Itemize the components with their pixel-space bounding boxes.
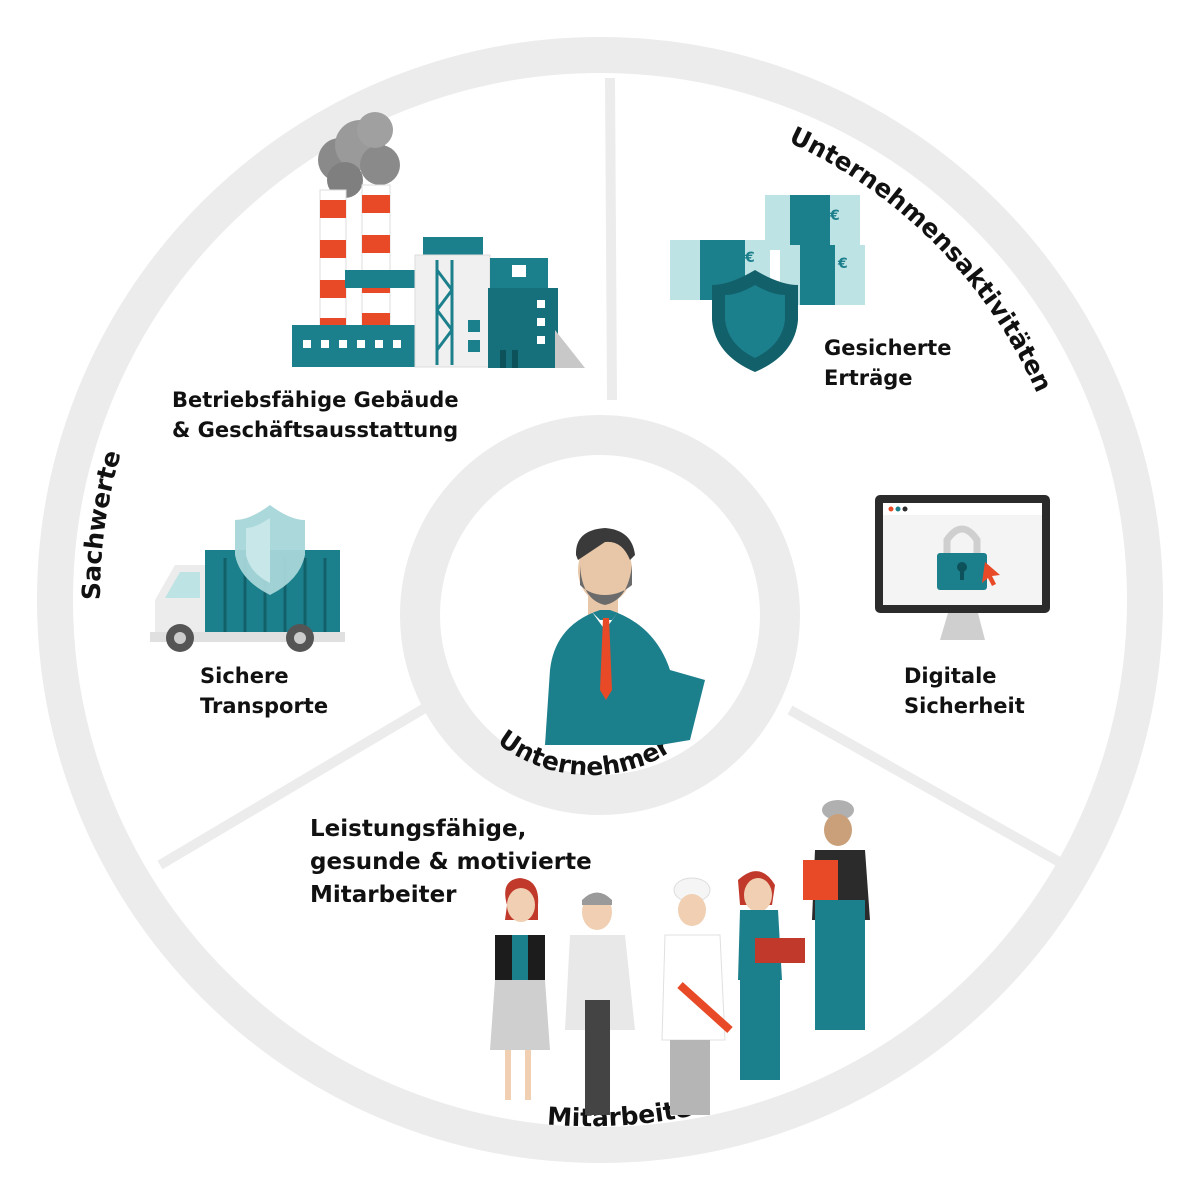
money-shield-icon: € € €	[670, 195, 865, 372]
divider-right	[787, 705, 1073, 873]
divider-top	[605, 77, 617, 401]
label-digital: Digitale Sicherheit	[904, 664, 1025, 718]
truck-icon	[150, 505, 345, 652]
label-income: Gesicherte Erträge	[824, 336, 952, 390]
employee-woman-phone	[490, 878, 550, 1100]
inner-ring	[400, 415, 800, 815]
employee-librarian	[738, 871, 805, 1080]
employee-doctor	[565, 892, 635, 1115]
employee-technician	[803, 800, 870, 1030]
label-buildings: Betriebsfähige Gebäude & Geschäftsaussta…	[172, 388, 459, 442]
employees-icon	[490, 800, 870, 1115]
label-staff: Leistungsfähige, gesunde & motivierte Mi…	[310, 816, 592, 908]
currency-symbol: €	[744, 250, 755, 266]
monitor-lock-icon	[875, 495, 1050, 640]
factory-icon	[292, 112, 585, 368]
outer-ring	[37, 37, 1163, 1163]
businessman-icon	[545, 528, 705, 745]
label-transport: Sichere Transporte	[200, 664, 329, 718]
currency-symbol: €	[829, 208, 840, 224]
dividers	[157, 77, 1073, 873]
currency-symbol: €	[837, 256, 848, 272]
divider-left	[157, 700, 433, 870]
employee-chef	[661, 877, 733, 1115]
